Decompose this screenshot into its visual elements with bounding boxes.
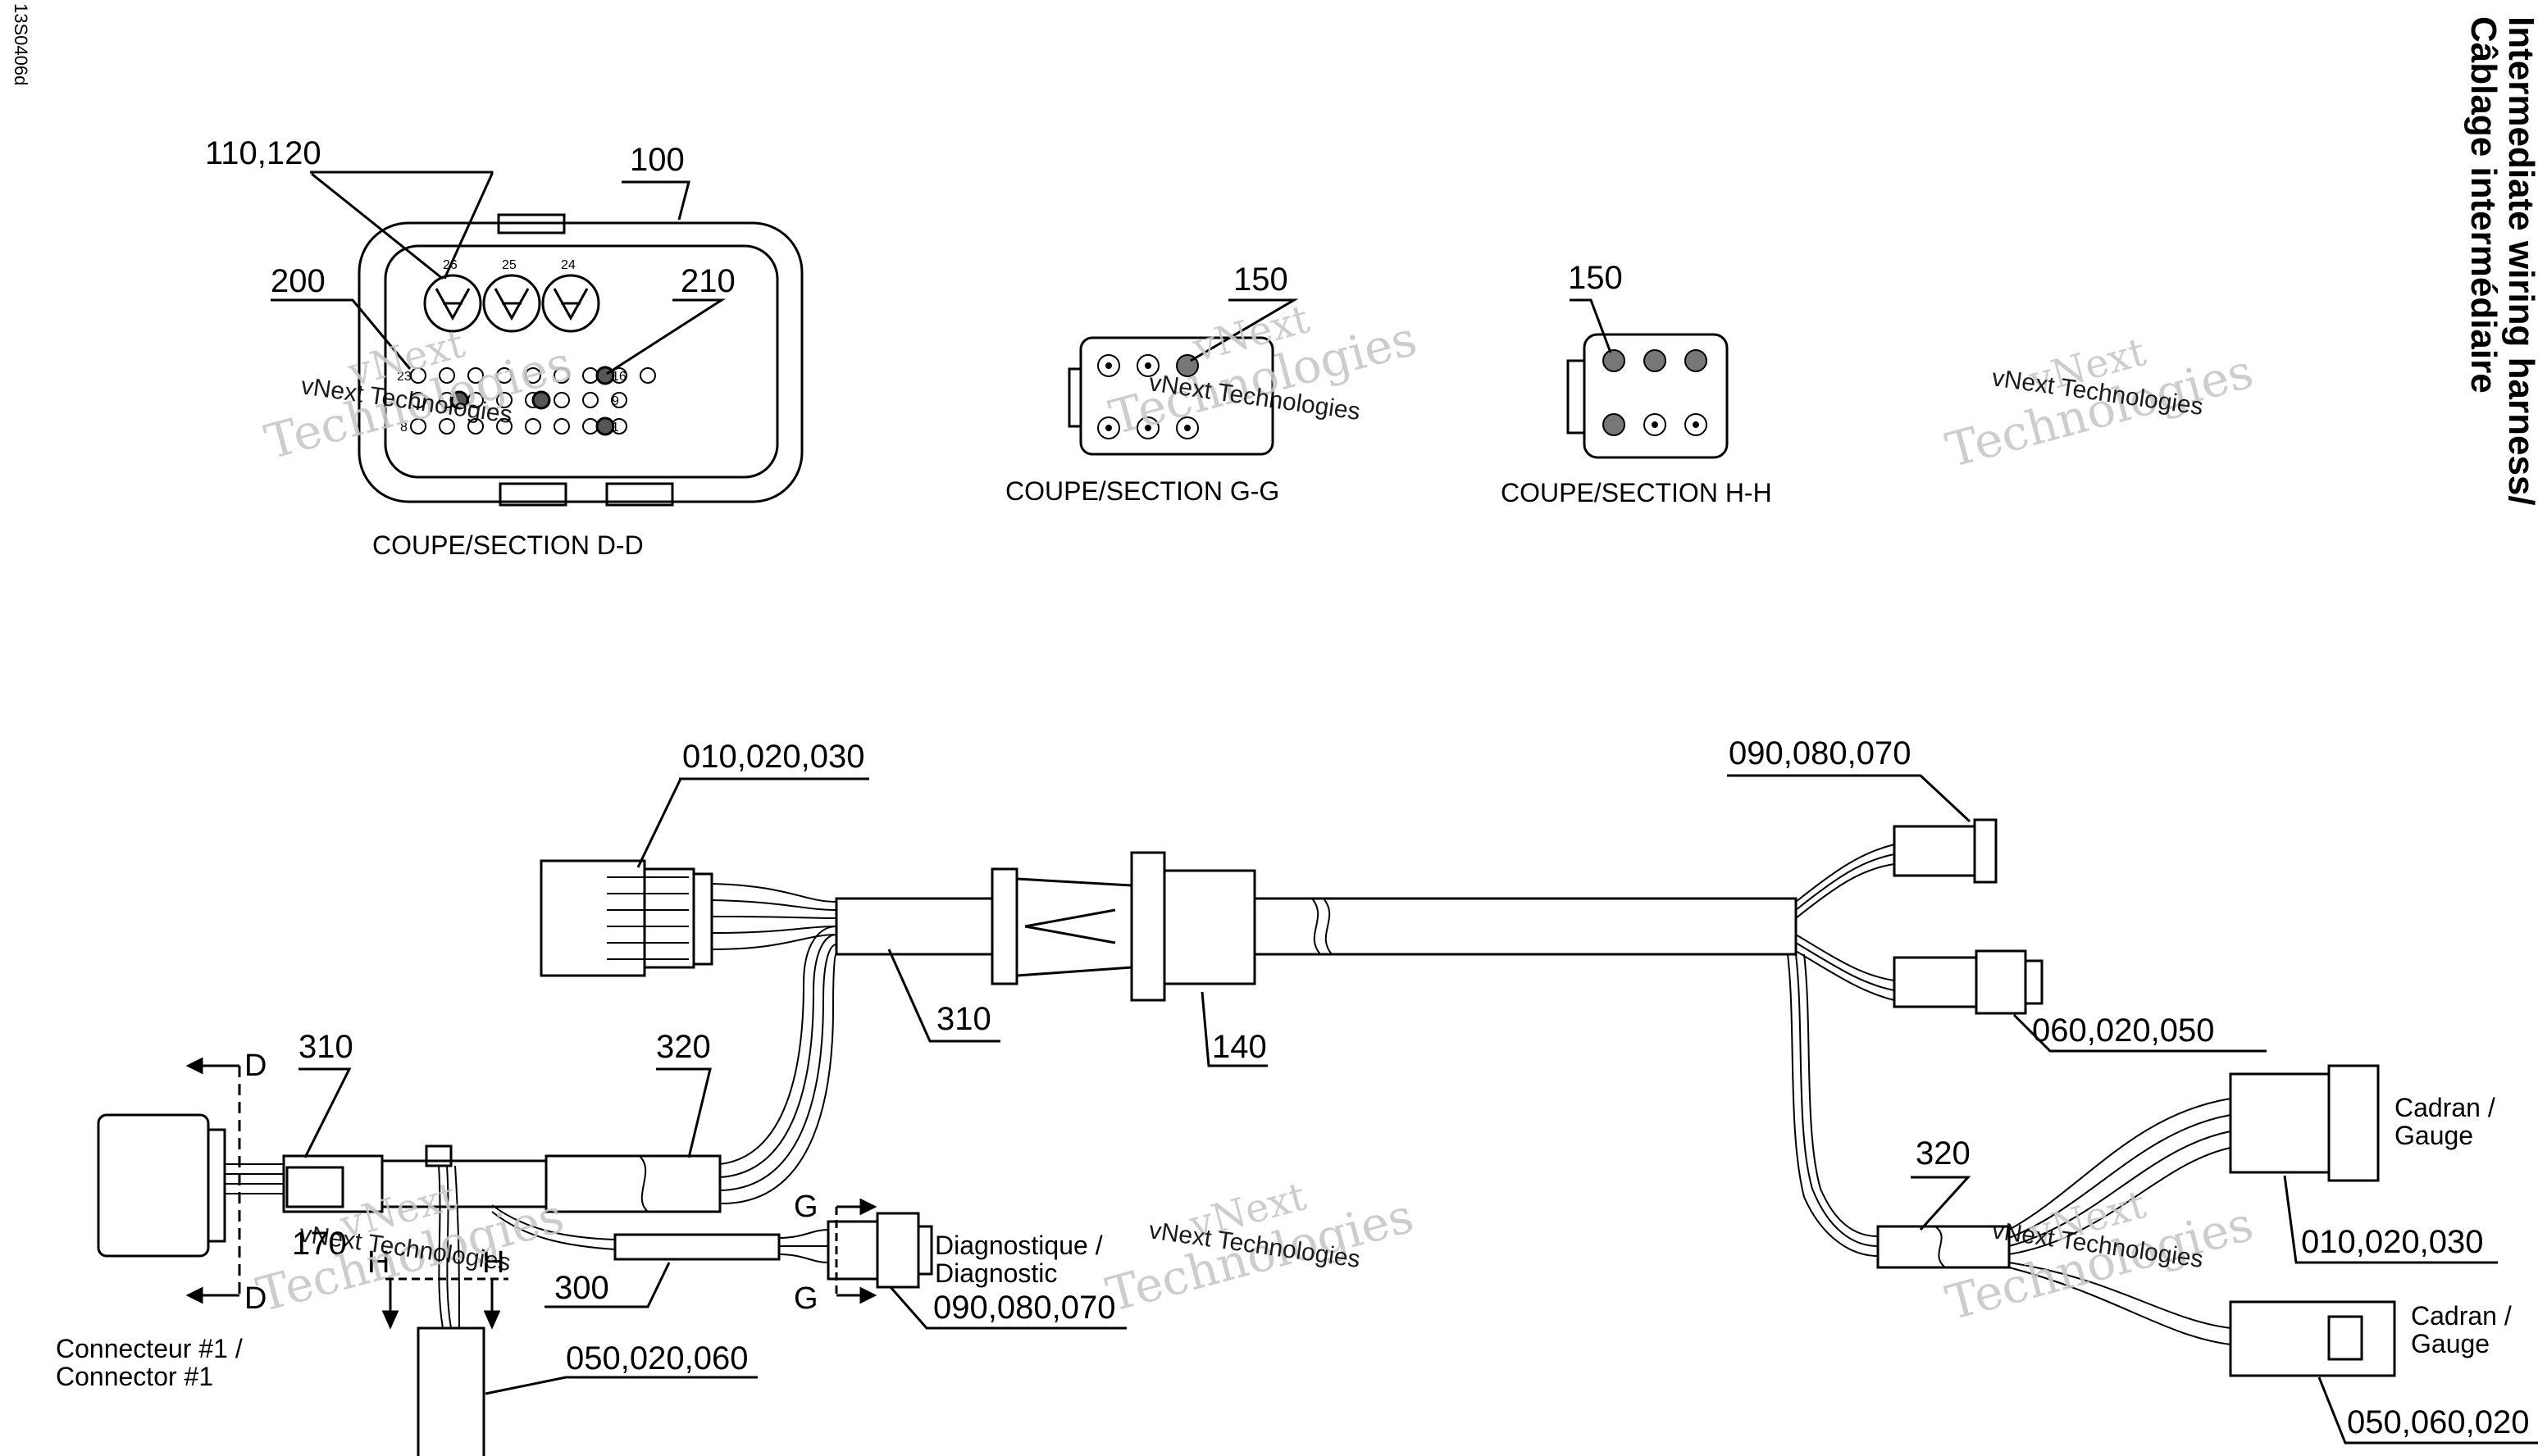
connector-1-label-1: Connecteur #1 /: [56, 1334, 243, 1363]
section-letter-g-bottom: G: [794, 1281, 818, 1316]
gauge-2-label-2: Gauge: [2411, 1329, 2490, 1358]
harness-labels: 010,020,030 090,080,070 310 140 060,020,…: [56, 735, 2529, 1440]
callout-100: 100: [630, 142, 685, 178]
callout-060-020-050: 060,020,050: [2032, 1012, 2214, 1049]
diagnostic-label-2: Diagnostic: [935, 1258, 1057, 1288]
callout-210: 210: [681, 263, 736, 299]
gauge-2-label-1: Cadran /: [2411, 1301, 2512, 1331]
callout-150-h: 150: [1568, 260, 1623, 296]
section-hh: [1566, 298, 1729, 459]
callout-140: 140: [1212, 1029, 1267, 1065]
section-letter-d-bottom: D: [244, 1281, 267, 1316]
callout-170: 170: [292, 1226, 347, 1262]
callout-090-080-070-bottom: 090,080,070: [933, 1290, 1115, 1326]
callout-110-120: 110,120: [205, 135, 321, 171]
callout-320-left: 320: [656, 1029, 711, 1065]
pin-16: 16: [612, 370, 627, 384]
callout-310-left: 310: [298, 1029, 353, 1065]
doc-code: 13S0406d: [11, 3, 31, 85]
callout-300: 300: [554, 1270, 609, 1306]
callout-310-trunk: 310: [936, 1001, 991, 1037]
callout-050-020-060: 050,020,060: [566, 1340, 748, 1376]
pin-8: 8: [400, 421, 408, 435]
title-line-2: Câblage intermédiaire: [2463, 16, 2504, 394]
section-letter-h-right: H: [482, 1245, 504, 1280]
section-letter-d-top: D: [244, 1049, 267, 1083]
section-dd: [271, 171, 804, 507]
section-letter-h-left: H: [367, 1245, 390, 1280]
callout-050-060-020: 050,060,020: [2347, 1404, 2529, 1440]
gauge-1-label-1: Cadran /: [2394, 1093, 2495, 1122]
callout-010-020-030-right: 010,020,030: [2301, 1224, 2483, 1260]
title-line-1: Intermediate wiring harness/: [2501, 16, 2538, 506]
connector-1-label-2: Connector #1: [56, 1362, 213, 1391]
pin-1: 1: [612, 421, 619, 435]
section-dd-caption: COUPE/SECTION D-D: [372, 530, 644, 560]
large-terminals: [423, 274, 600, 333]
section-hh-caption: COUPE/SECTION H-H: [1501, 478, 1772, 507]
section-gg: [1068, 298, 1299, 456]
drawing-title: Intermediate wiring harness/ Câblage int…: [2463, 16, 2538, 506]
callout-010-020-030-top: 010,020,030: [682, 739, 864, 775]
main-harness: [97, 774, 2538, 1456]
section-gg-caption: COUPE/SECTION G-G: [1005, 476, 1279, 506]
callout-320-right: 320: [1916, 1135, 1971, 1172]
pin-25: 25: [502, 258, 517, 272]
diagnostic-label-1: Diagnostique /: [935, 1231, 1103, 1260]
pin-26: 26: [443, 258, 458, 272]
section-letter-g-top: G: [794, 1190, 818, 1224]
callout-150-g: 150: [1233, 262, 1288, 298]
callout-200: 200: [271, 263, 326, 299]
gauge-1-label-2: Gauge: [2394, 1121, 2473, 1150]
watermarks: vNext Technologies vNext Technologies vN…: [251, 296, 2258, 1331]
section-dd-labels: 26 25 24 23 16 9 8 1 110,120 100 200 210…: [205, 135, 736, 560]
pin-23: 23: [397, 370, 412, 384]
callout-090-080-070-top: 090,080,070: [1729, 735, 1911, 771]
pin-9: 9: [612, 394, 619, 408]
watermark-1: vNext Technologies: [259, 321, 577, 470]
pin-24: 24: [561, 258, 576, 272]
